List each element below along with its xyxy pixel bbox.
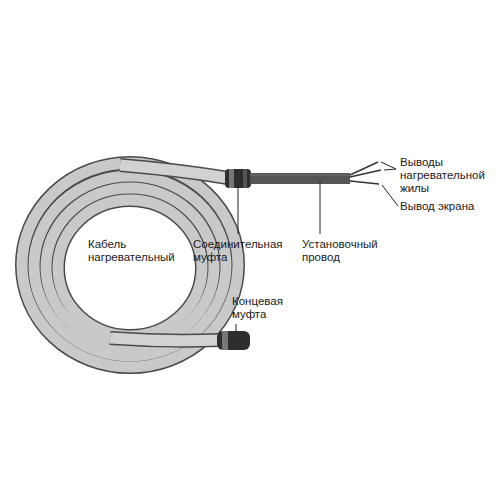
end-sleeve-label: Концевая муфта — [232, 295, 304, 321]
lead-label: Выводы нагревательной жилы — [400, 156, 496, 195]
screen-label: Вывод экрана — [400, 200, 496, 213]
sleeve-label: Соединительная муфта — [193, 238, 297, 264]
end-sleeve — [217, 331, 250, 350]
cable-label: Кабель нагревательный — [88, 238, 188, 264]
wire-leads — [350, 162, 381, 184]
cable-coil — [22, 163, 238, 367]
installation-wire — [250, 173, 350, 184]
wire-label: Установочный провод — [302, 238, 398, 264]
